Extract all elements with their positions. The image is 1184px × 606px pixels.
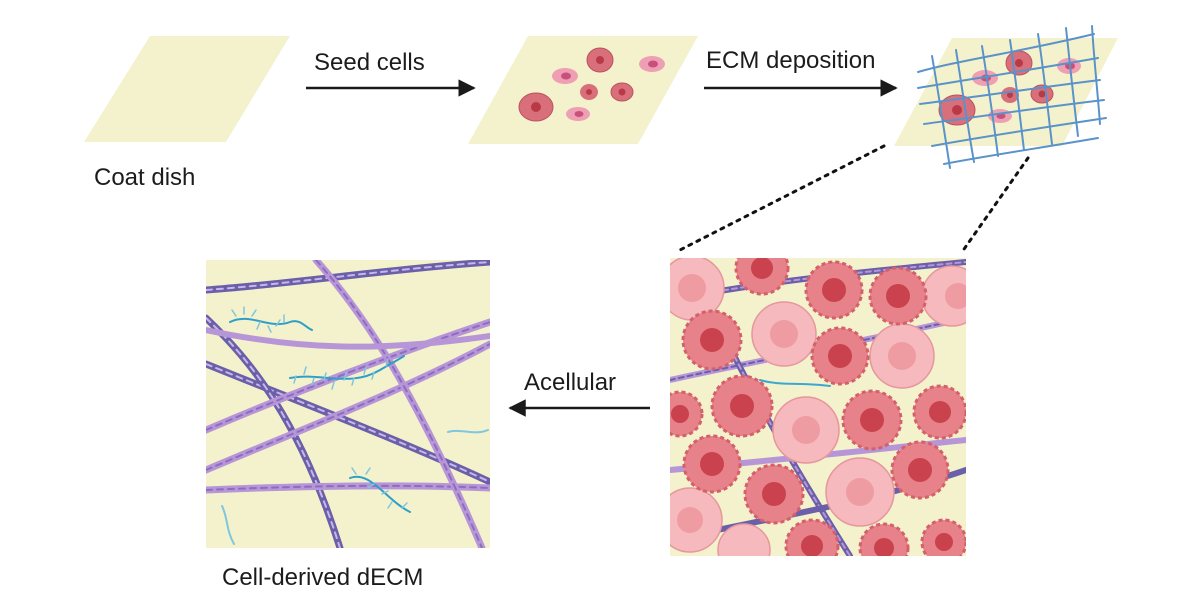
dark-cell — [810, 326, 870, 386]
dark-cell — [912, 384, 966, 440]
dark-cell — [682, 434, 742, 494]
dark-cell — [681, 309, 743, 371]
fibronectin-strands — [221, 306, 489, 545]
light-cell — [772, 396, 840, 464]
light-cell — [717, 523, 771, 556]
arrow-seed-cells: Seed cells — [306, 49, 476, 97]
light-cell — [670, 487, 723, 553]
label-ecm-deposition: ECM deposition — [706, 47, 875, 74]
dark-cell — [743, 463, 805, 525]
dark-cell — [920, 518, 966, 556]
cellular-ecm-panel — [670, 258, 966, 556]
light-cell — [869, 323, 935, 389]
fiber-light — [206, 327, 490, 350]
dark-cell — [670, 390, 704, 438]
cell — [552, 68, 578, 84]
ecm-dish-step — [894, 25, 1118, 169]
dark-cell — [868, 266, 928, 326]
dark-cell — [804, 260, 864, 320]
cell — [566, 107, 590, 121]
light-cell — [670, 258, 725, 321]
light-cell — [751, 301, 817, 367]
dark-cell — [858, 522, 910, 556]
seeded-cells — [518, 47, 665, 122]
cell — [586, 47, 614, 73]
panel-cells — [670, 258, 966, 556]
arrow-acellular: Acellular — [508, 369, 650, 417]
decm-panel — [206, 260, 490, 548]
label-acellular: Acellular — [524, 369, 616, 396]
dark-cell — [710, 374, 774, 438]
cyan-strand — [447, 429, 489, 434]
ecm-mesh — [917, 25, 1107, 169]
label-cell-derived-decm: Cell-derived dECM — [222, 564, 423, 591]
arrow-ecm-deposition: ECM deposition — [704, 47, 898, 97]
seeded-dish-step — [468, 36, 698, 144]
zoom-line-right — [960, 156, 1030, 254]
light-cell — [921, 265, 966, 327]
coated-dish — [84, 36, 290, 142]
dark-cell — [784, 518, 840, 556]
dark-cell — [841, 389, 903, 451]
cell — [518, 92, 554, 122]
cell — [639, 56, 665, 72]
dark-cell — [734, 258, 790, 296]
dark-cell — [890, 440, 950, 500]
zoom-line-left — [674, 144, 886, 254]
label-coat-dish: Coat dish — [94, 164, 195, 191]
cell — [580, 84, 598, 100]
coated-dish-step: Coat dish — [84, 36, 290, 191]
light-cell — [825, 457, 895, 527]
cyan-strand — [289, 355, 405, 380]
cell — [610, 82, 634, 102]
label-seed-cells: Seed cells — [314, 49, 425, 76]
cyan-strand — [229, 317, 313, 331]
zoom-lines — [674, 144, 1030, 254]
cyan-strand — [221, 505, 235, 545]
